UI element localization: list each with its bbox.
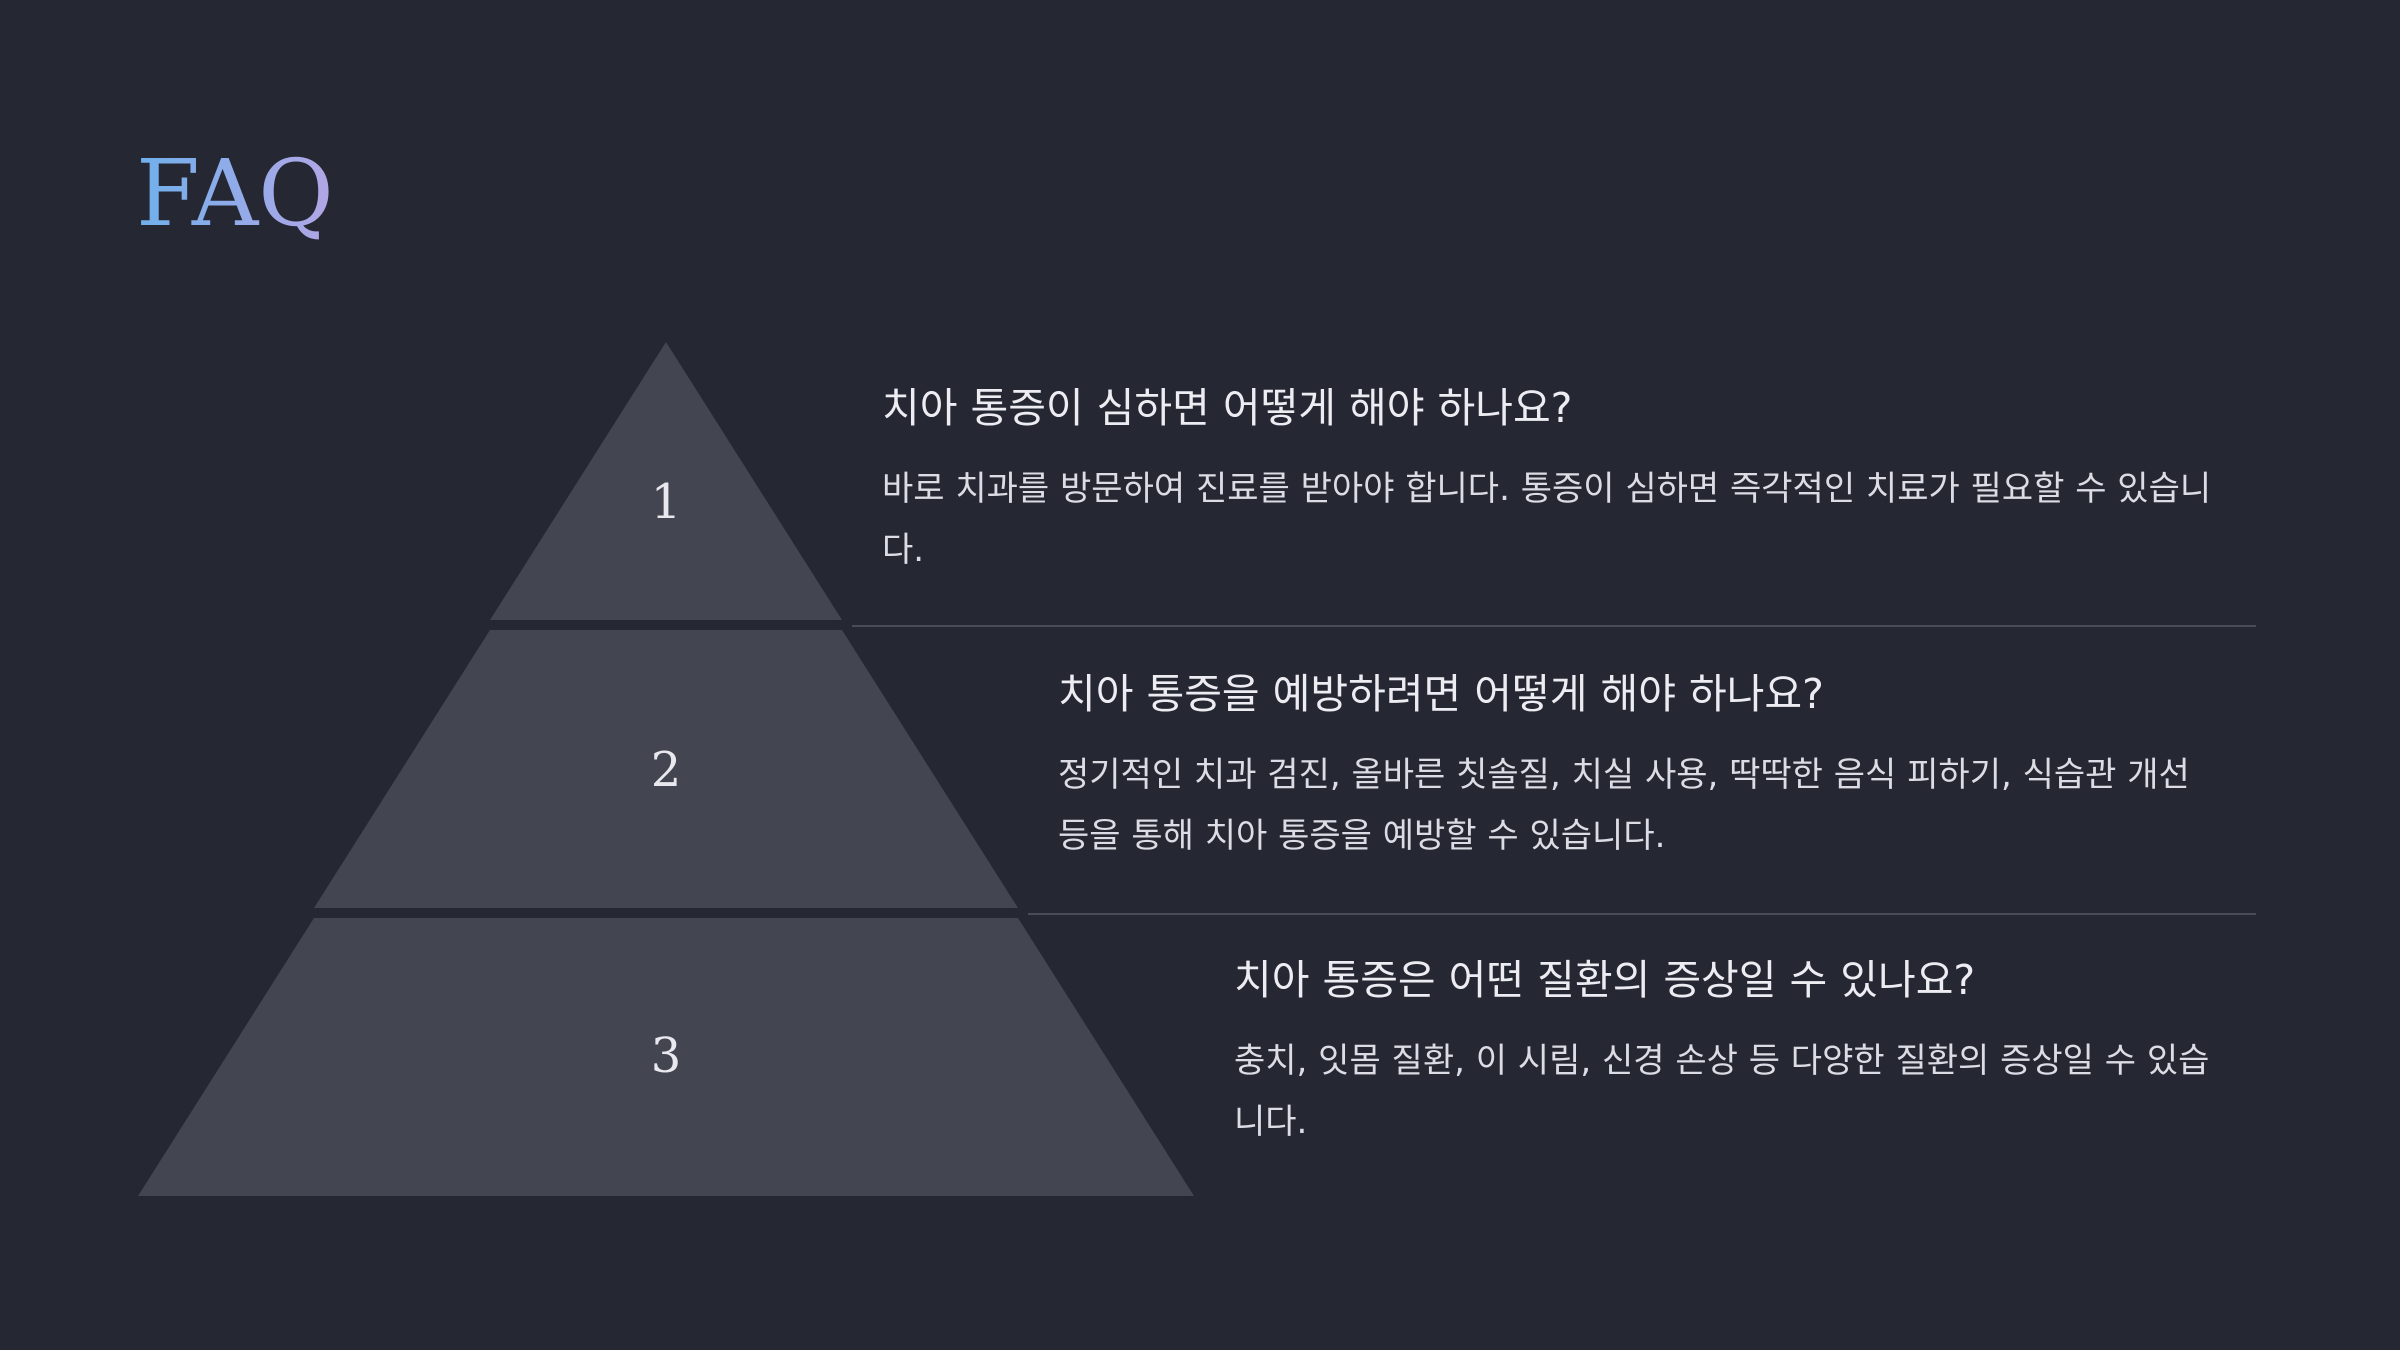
faq-question-1: 치아 통증이 심하면 어떻게 해야 하나요? (882, 384, 1573, 432)
faq-question-2: 치아 통증을 예방하려면 어떻게 해야 하나요? (1058, 670, 1824, 718)
pyramid-tier-3-number: 3 (651, 1028, 682, 1084)
page-title: FAQ (136, 140, 334, 247)
pyramid-tier-2-number: 2 (651, 742, 682, 798)
faq-answer-1: 바로 치과를 방문하여 진료를 받아야 합니다. 통증이 심하면 즉각적인 치료… (882, 469, 2212, 571)
divider-2 (1028, 913, 2256, 915)
pyramid-tier-1-number: 1 (651, 474, 682, 530)
divider-1 (852, 625, 2256, 627)
pyramid-tier-3 (138, 918, 1194, 1196)
faq-answer-2: 정기적인 치과 검진, 올바른 칫솔질, 치실 사용, 딱딱한 음식 피하기, … (1058, 755, 2190, 857)
pyramid-tier-2 (314, 630, 1018, 908)
faq-question-3: 치아 통증은 어떤 질환의 증상일 수 있나요? (1234, 956, 1976, 1004)
faq-item-1: 치아 통증이 심하면 어떻게 해야 하나요? 바로 치과를 방문하여 진료를 받… (882, 384, 2222, 581)
faq-item-3: 치아 통증은 어떤 질환의 증상일 수 있나요? 충치, 잇몸 질환, 이 시림… (1234, 956, 2400, 1153)
faq-answer-3: 충치, 잇몸 질환, 이 시림, 신경 손상 등 다양한 질환의 증상일 수 있… (1234, 1041, 2210, 1143)
faq-item-2: 치아 통증을 예방하려면 어떻게 해야 하나요? 정기적인 치과 검진, 올바른… (1058, 670, 2398, 867)
pyramid-tier-1 (490, 342, 842, 620)
